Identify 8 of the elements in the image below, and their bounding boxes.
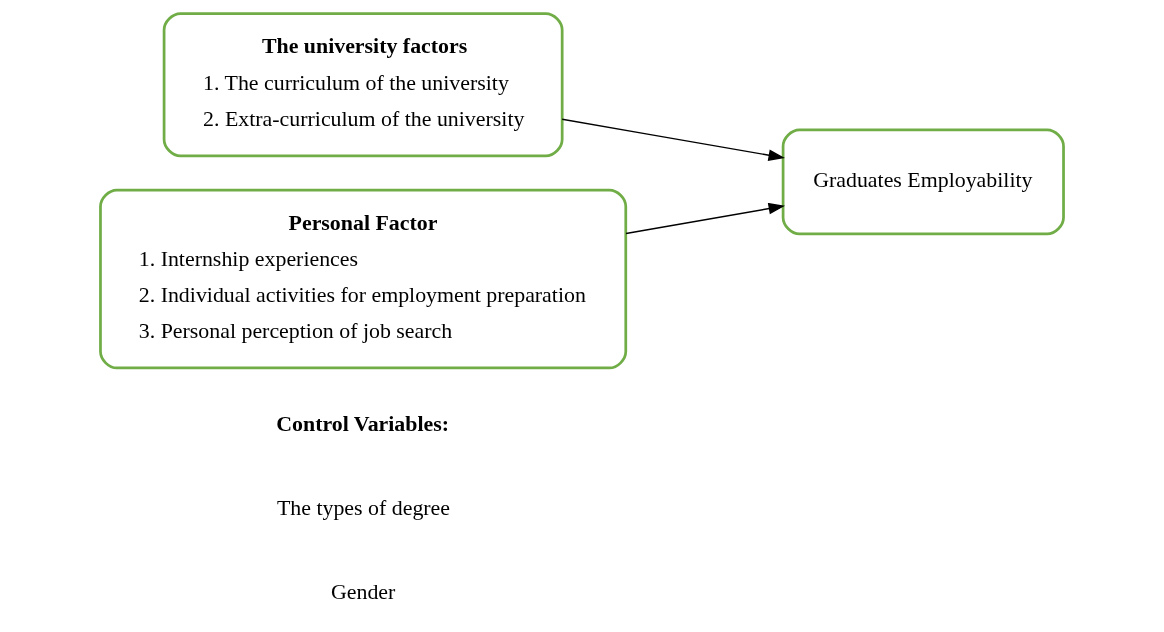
label: Gender <box>330 579 396 604</box>
arrow <box>561 118 785 161</box>
label: The types of degree <box>276 496 451 521</box>
arrow <box>625 202 785 235</box>
node-box: Personal Factor 1. Internship experiences 2. Individual activities for employment preparation 3. Personal perception of job search <box>99 188 628 370</box>
node-box: Graduates Employability <box>781 128 1065 236</box>
label: Control Variables: <box>276 411 450 436</box>
node-box: The university factors 1. The curriculum of the university 2. Extra-curriculum of the university <box>162 12 564 158</box>
